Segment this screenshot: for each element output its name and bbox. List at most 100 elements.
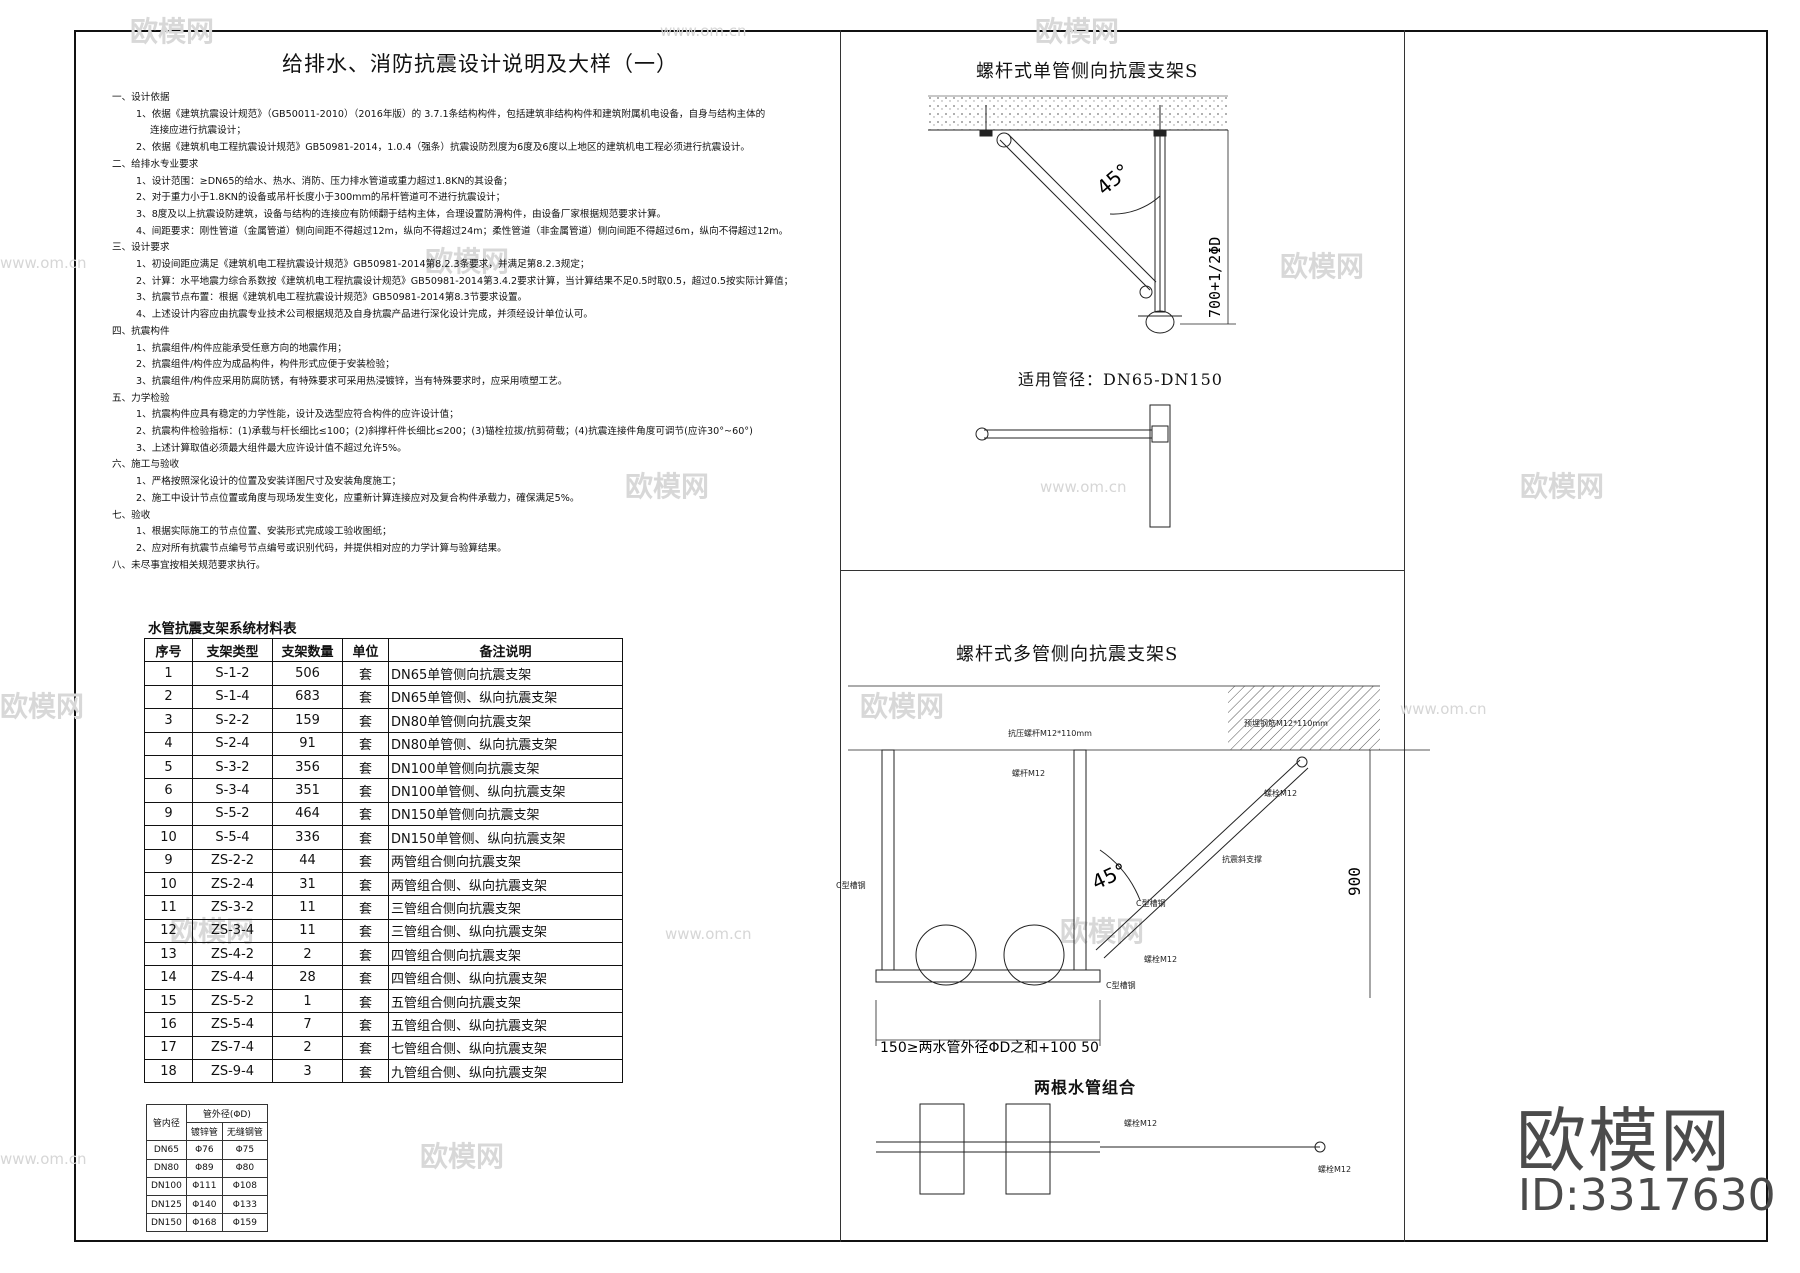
table-cell: 6 [144,778,193,803]
callout-cbeam: C型槽钢 [836,880,866,890]
notes-item: 2、抗震构件检验指标：(1)承载与杆长细比≤100；(2)斜撑杆件长细比≤200… [136,426,753,438]
notes-section-heading: 五、力学检验 [112,392,170,404]
pipe-right [1003,924,1065,986]
watermark: 欧模网 [1035,15,1120,48]
brand-logo: 欧模网 [1516,1100,1732,1182]
plan-hinge [975,427,989,441]
notes-section-heading: 七、验收 [112,509,151,521]
table-cell: 9 [144,801,193,827]
notes-item: 连接应进行抗震设计； [150,125,246,137]
od-header: 管外径(ΦD) [185,1103,268,1124]
table-cell: 套 [342,801,389,827]
watermark: 欧模网 [625,470,710,503]
detail2-elevation [848,685,1430,1046]
diagonal-brace [999,139,1151,291]
notes-item: 4、上述设计内容应由抗震专业技术公司根据规范及自身抗震产品进行深化设计完成，并须… [136,309,594,321]
diagonal-brace [1095,759,1301,951]
notes-item: 1、抗震构件应具有稳定的力学性能，设计及选型应符合构件的应许设计值； [136,409,459,421]
detail2-dim-v: 900 [1345,867,1364,896]
table-cell: S-2-4 [192,731,273,756]
table-cell: ZS-4-2 [192,942,273,967]
callout-nut1: 螺栓M12 [1264,788,1297,798]
watermark: 欧模网 [1520,470,1605,503]
column-header: 支架类型 [192,637,273,663]
notes-section-heading: 二、给排水专业要求 [112,158,199,170]
table-cell: Φ140 [185,1194,223,1215]
table-cell: 套 [342,684,389,710]
table-cell: 套 [342,1035,389,1061]
notes-item: 3、上述计算取值必须最大组件最大应许设计值不超过允许5%。 [136,442,407,454]
table-cell: ZS-7-4 [192,1035,273,1061]
table-cell: DN80单管侧向抗震支架 [388,708,623,733]
table-cell: DN100单管侧向抗震支架 [388,754,623,780]
notes-item: 3、8度及以上抗震设防建筑，设备与结构的连接应有防倾翻于结构主体，合理设置防滑构… [136,208,667,220]
table-cell: 14 [144,965,193,990]
notes-item: 1、严格按照深化设计的位置及安装详图尺寸及安装角度施工； [136,476,402,488]
bottom-channel [875,969,1101,983]
watermark: 欧模网 [420,1140,505,1173]
table-cell: 1 [272,988,343,1014]
material-table-header: 序号 支架类型 支架数量 单位 备注说明 [144,637,623,663]
table-cell: 15 [144,988,193,1014]
notes-item: 1、初设间距应满足《建筑机电工程抗震设计规范》GB50981-2014第8.2.… [136,259,590,271]
divider-mid [840,570,1404,571]
notes-section-heading: 四、抗震构件 [112,325,170,337]
notes-item: 4、间距要求：刚性管道（金属管道）侧向间距不得超过12m，纵向不得超过24m；柔… [136,225,789,237]
table-cell: Φ108 [221,1176,268,1196]
table-cell: 五管组合侧向抗震支架 [388,988,623,1014]
angle-arc [1099,849,1141,901]
table-cell: ZS-5-2 [192,988,273,1014]
table-cell: 两管组合侧向抗震支架 [388,848,623,873]
table-cell: 套 [342,661,389,686]
table-cell: 五管组合侧、纵向抗震支架 [388,1012,623,1037]
watermark-url: www.om.cn [1400,700,1487,718]
notes-item: 3、抗震节点布置：根据《建筑机电工程抗震设计规范》GB50981-2014第8.… [136,292,528,304]
watermark-url: www.om.cn [660,22,747,40]
angle-arc [1109,195,1161,215]
pipe-left [915,924,977,986]
detail1-title: 螺杆式单管侧向抗震支架S [976,61,1199,82]
concrete-wall [1228,686,1380,750]
watermark-url: www.om.cn [665,925,752,943]
column-header: 备注说明 [388,637,623,663]
column-header: 单位 [342,637,389,663]
plan-clamp [1151,425,1169,443]
watermark: 欧模网 [1280,250,1365,283]
callout-top: 抗压螺杆M12*110mm [1008,728,1092,738]
table-cell: DN150单管侧向抗震支架 [388,801,623,827]
table-cell: 18 [144,1059,193,1084]
callout-wall: 预埋钢筋M12*110mm [1244,718,1328,728]
table-cell: Φ159 [221,1213,268,1233]
detail2-dim-h: 150≥两水管外径ΦD之和+100 50 [880,1040,1099,1056]
callout-brace: 抗震斜支撑 [1222,854,1262,864]
table-cell: 套 [342,895,389,920]
table-cell: S-3-2 [192,754,273,780]
left-hanger [881,749,895,971]
table-cell: 套 [342,1012,389,1037]
watermark-url: www.om.cn [1040,478,1127,496]
table-cell: 三管组合侧、纵向抗震支架 [388,918,623,944]
callout-bottom: C型槽钢 [1106,980,1136,990]
table-cell: 套 [342,825,389,850]
watermark-url: www.om.cn [0,254,87,272]
table-cell: ZS-4-4 [192,965,273,990]
table-cell: 506 [272,661,343,686]
watermark: 欧模网 [860,690,945,723]
divider-left [840,30,841,1242]
table-cell: 两管组合侧、纵向抗震支架 [388,871,623,897]
pipe-plan [1149,404,1171,528]
